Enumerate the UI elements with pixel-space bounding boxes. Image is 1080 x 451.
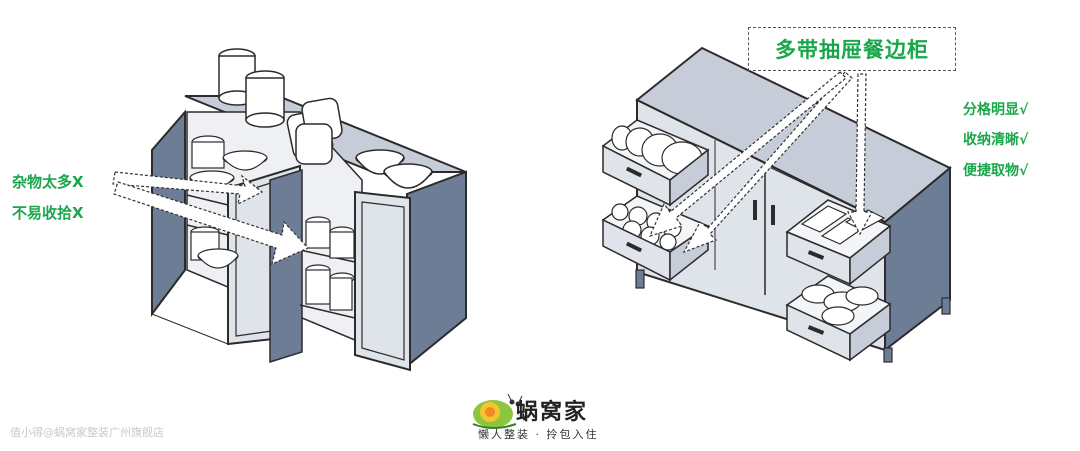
left-top-jars bbox=[218, 48, 343, 165]
left-cabinet-right-side bbox=[406, 170, 467, 369]
brand-slogan: 懒人整装 · 拎包入住 bbox=[478, 428, 599, 441]
left-bad-point-1: 杂物太多X bbox=[12, 173, 84, 191]
left-cabinet-fixed-door bbox=[354, 190, 411, 372]
right-title-box: 多带抽屉餐边柜 bbox=[748, 27, 956, 71]
right-arrows bbox=[648, 71, 874, 254]
good-point-3: 便捷取物√ bbox=[963, 163, 1029, 179]
brand-name: 蜗窝家 bbox=[516, 400, 589, 425]
left-bad-point-2: 不易收拾X bbox=[12, 204, 84, 222]
left-arrows bbox=[112, 171, 310, 266]
snail-logo-icon bbox=[472, 393, 523, 429]
left-cabinet-left-door bbox=[151, 109, 186, 317]
right-drawer-lower-right bbox=[785, 275, 892, 362]
left-top-bowls bbox=[355, 149, 433, 189]
right-drawer-upper-left bbox=[601, 119, 710, 207]
good-point-2: 收纳清晰√ bbox=[963, 132, 1029, 148]
brand-block: 蜗窝家 懒人整装 · 拎包入住 bbox=[470, 388, 620, 448]
left-cabinet bbox=[151, 95, 467, 372]
good-point-1: 分格明显√ bbox=[963, 102, 1029, 118]
right-title: 多带抽屉餐边柜 bbox=[775, 38, 929, 62]
watermark-text: 值小得@蜗窝家整装广州旗舰店 bbox=[10, 426, 164, 439]
